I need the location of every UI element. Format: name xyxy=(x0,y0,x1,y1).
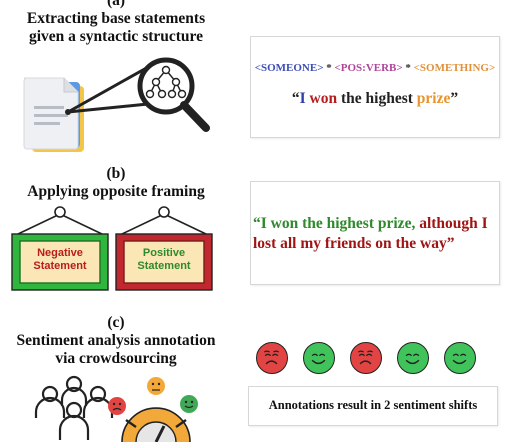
negative-frame-icon xyxy=(11,206,109,291)
panel-a-title-line2: given a syntactic structure xyxy=(28,28,204,45)
quote-object: prize xyxy=(416,90,451,107)
base-statement-quote: “I won the highest prize” xyxy=(251,90,499,108)
result-box: Annotations result in 2 sentiment shifts xyxy=(248,386,498,426)
positive-frame-line1: Positive xyxy=(142,247,186,259)
negative-frame-label: Negative Statement xyxy=(20,247,100,273)
quote-middle: the highest xyxy=(341,90,413,107)
sad-face-icon xyxy=(350,342,382,374)
framed-quote-negative-part2: lost all my friends on the way” xyxy=(253,235,455,252)
pattern-someone: <SOMEONE> xyxy=(254,62,324,74)
happy-face-icon xyxy=(444,342,476,374)
panel-c-title-line1: Sentiment analysis annotation xyxy=(16,332,216,349)
pattern-verb: <POS:VERB> xyxy=(334,62,403,74)
base-statement-box: <SOMEONE> * <POS:VERB> * <SOMETHING> “I … xyxy=(250,36,500,138)
syntactic-pattern: <SOMEONE> * <POS:VERB> * <SOMETHING> xyxy=(251,62,499,74)
framed-quote-positive: “I won the highest prize, xyxy=(253,215,416,232)
happy-face-icon xyxy=(397,342,429,374)
framed-statement-quote: “I won the highest prize, although I los… xyxy=(253,214,497,254)
pattern-star-2: * xyxy=(402,62,414,74)
quote-verb: won xyxy=(309,90,338,107)
sad-face-icon xyxy=(256,342,288,374)
panel-c-title-line2: via crowdsourcing xyxy=(55,350,177,367)
result-text: Annotations result in 2 sentiment shifts xyxy=(268,398,478,412)
happy-face-icon xyxy=(303,342,335,374)
sentiment-faces-row xyxy=(256,342,500,378)
pattern-something: <SOMETHING> xyxy=(413,62,496,74)
positive-frame-icon xyxy=(115,206,213,291)
positive-frame-line2: Statement xyxy=(137,260,191,272)
panel-a-title-line1: Extracting base statements xyxy=(26,10,206,27)
crowd-gauge-icon xyxy=(34,375,198,442)
pattern-star-1: * xyxy=(323,62,335,74)
quote-open: “ xyxy=(291,90,300,107)
framed-quote-negative-part1: although I xyxy=(419,215,488,232)
quote-subject: I xyxy=(299,90,306,107)
negative-frame-line2: Statement xyxy=(33,260,87,272)
framed-statement-box: “I won the highest prize, although I los… xyxy=(250,181,500,285)
positive-frame-label: Positive Statement xyxy=(124,247,204,273)
panel-c-label: (c) xyxy=(107,314,125,331)
negative-frame-line1: Negative xyxy=(37,247,83,259)
panel-b-label: (b) xyxy=(106,165,126,182)
document-magnifier-icon xyxy=(23,57,210,152)
quote-close: ” xyxy=(450,90,459,107)
panel-b-title: Applying opposite framing xyxy=(27,183,205,200)
panel-a-label: (a) xyxy=(106,0,126,9)
